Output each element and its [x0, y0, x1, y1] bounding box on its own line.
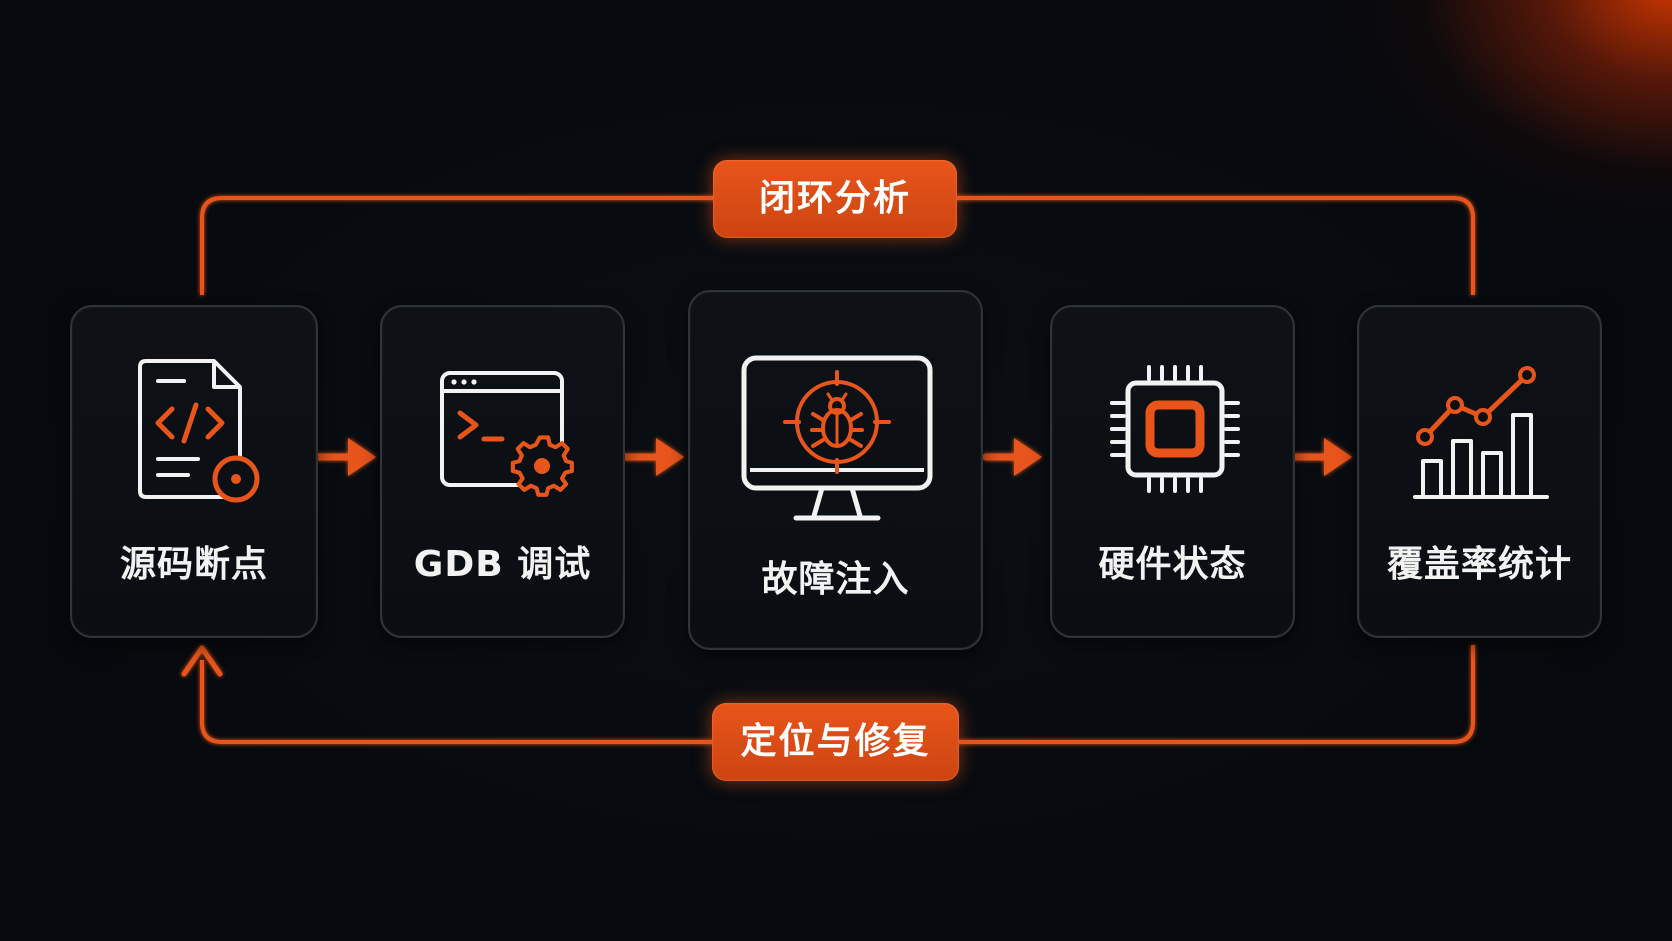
step-label: 覆盖率统计 [1386, 544, 1572, 585]
terminal-gear-icon [440, 371, 574, 497]
bar-chart-trend-icon [1413, 366, 1549, 499]
step-card-coverage-statistics: 覆盖率统计 [1357, 305, 1602, 638]
source-file-breakpoint-icon [138, 359, 260, 503]
arrow-step-3-to-4 [982, 438, 1042, 476]
step-label: 硬件状态 [1098, 544, 1247, 585]
step-label: 故障注入 [761, 559, 910, 600]
arrow-step-4-to-5 [1290, 438, 1352, 476]
step-label: 源码断点 [119, 544, 268, 585]
chip-icon [1110, 365, 1240, 493]
monitor-bug-target-icon [741, 355, 933, 521]
step-label: GDB 调试 [413, 544, 592, 585]
step-card-fault-injection: 故障注入 [688, 290, 983, 650]
arrow-step-1-to-2 [310, 438, 376, 476]
bottom-loop-label: 定位与修复 [712, 703, 959, 781]
step-card-gdb-debug: GDB 调试 [380, 305, 625, 638]
top-loop-label: 闭环分析 [713, 160, 957, 238]
step-card-hardware-state: 硬件状态 [1050, 305, 1295, 638]
step-card-source-breakpoint: 源码断点 [70, 305, 318, 638]
arrow-step-2-to-3 [620, 438, 684, 476]
bottom-loop-arrow-head [181, 645, 223, 677]
